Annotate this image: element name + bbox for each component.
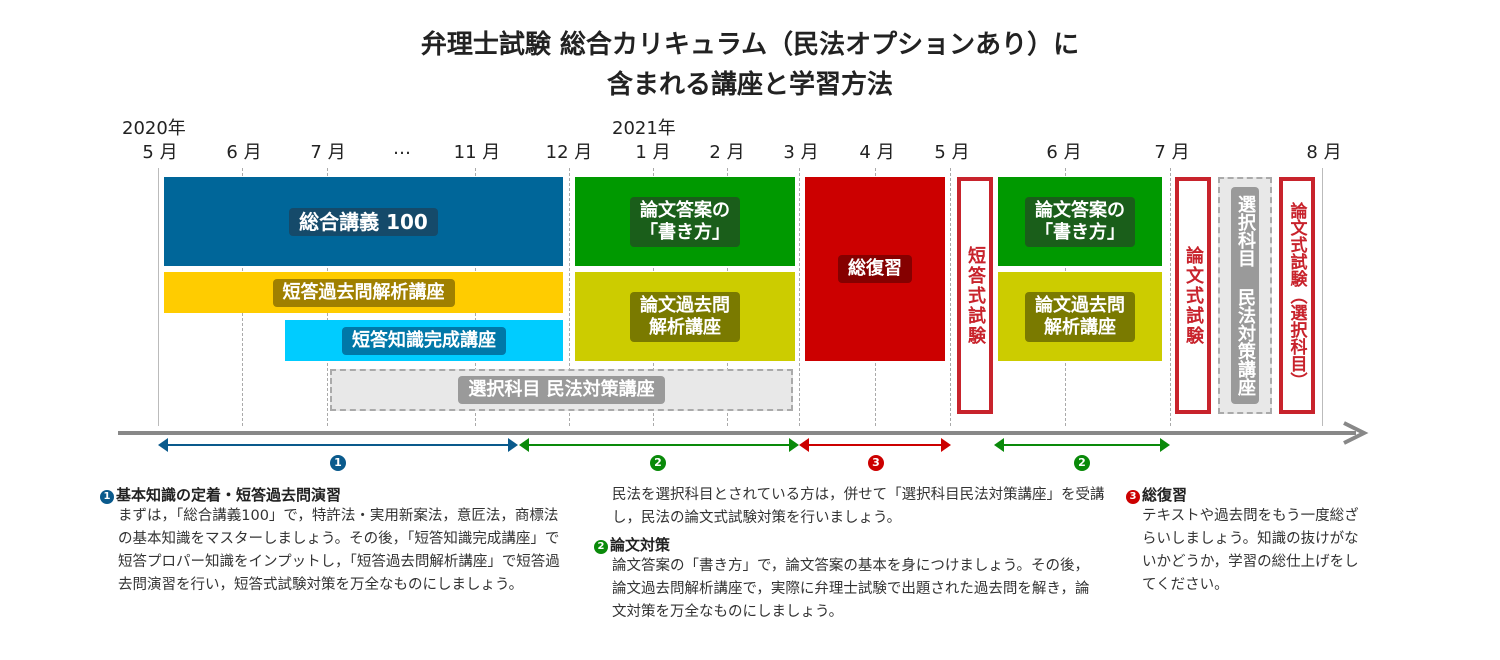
month-label: 2 月: [709, 142, 745, 163]
section-body: テキストや過去問をもう一度総ざらいしましょう。知識の抜けがないかどうか，学習の総…: [1142, 508, 1359, 593]
section-body: 民法を選択科目とされている方は，併せて「選択科目民法対策講座」を受講し，民法の論…: [612, 487, 1105, 526]
month-label: 6 月: [1046, 142, 1082, 163]
block-sogo-kogi: 総合講義 100: [164, 177, 563, 266]
phase1-number: 1: [330, 455, 346, 471]
phase3-arrow: [799, 438, 951, 452]
block-label: 総復習: [838, 255, 912, 283]
block-label: 短答過去問解析講座: [272, 278, 455, 307]
gridline: [950, 168, 951, 426]
month-label: 6 月: [226, 142, 262, 163]
month-label: 7 月: [310, 142, 346, 163]
phase2b-number: 2: [1074, 455, 1090, 471]
month-label: 4 月: [859, 142, 895, 163]
block-sentaku-minpo-2: 選択科目 民法対策講座: [1218, 177, 1272, 414]
section-heading: 論文対策: [610, 536, 671, 554]
month-label: 8 月: [1306, 142, 1342, 163]
year-2021: 2021年: [612, 118, 676, 139]
gridline: [569, 168, 570, 426]
block-label: 論文答案の 「書き方」: [1025, 196, 1135, 247]
month-label: 12 月: [545, 142, 593, 163]
block-label: 論文答案の 「書き方」: [630, 196, 740, 247]
exam-tanto: 短答式試験: [957, 177, 993, 414]
month-label: 5 月: [934, 142, 970, 163]
block-label: 論文過去問 解析講座: [630, 291, 740, 342]
section-heading: 総復習: [1142, 486, 1188, 504]
section-heading: 基本知識の定着・短答過去問演習: [116, 486, 342, 504]
timeline-axis: [118, 431, 1356, 435]
block-ronbun-kakomon: 論文過去問 解析講座: [575, 272, 795, 361]
section-number: 3: [1126, 490, 1140, 504]
title-line2: 含まれる講座と学習方法: [606, 70, 893, 100]
block-ronbun-kakikata-2: 論文答案の 「書き方」: [998, 177, 1162, 266]
block-label: 論文過去問 解析講座: [1025, 291, 1135, 342]
block-tanto-chishiki: 短答知識完成講座: [285, 320, 563, 361]
axis-arrowhead-icon: [1343, 421, 1369, 445]
month-label: 1 月: [635, 142, 671, 163]
month-label: 3 月: [783, 142, 819, 163]
phase2-number: 2: [650, 455, 666, 471]
section-body: まずは，「総合講義100」で，特許法・実用新案法，意匠法，商標法の基本知識をマス…: [118, 508, 560, 593]
block-sofukushu: 総復習: [805, 177, 945, 361]
section-body: 論文答案の「書き方」で，論文答案の基本を身につけましょう。その後，論文過去問解析…: [612, 558, 1090, 620]
block-label: 選択科目 民法対策講座: [458, 376, 665, 404]
month-label: 7 月: [1154, 142, 1190, 163]
block-ronbun-kakikata: 論文答案の 「書き方」: [575, 177, 795, 266]
phase2-arrow: [519, 438, 799, 452]
block-label: 短答知識完成講座: [342, 326, 506, 355]
month-label: 5 月: [142, 142, 178, 163]
phase3-number: 3: [868, 455, 884, 471]
section-number: 2: [594, 540, 608, 554]
section-number: 1: [100, 490, 114, 504]
exam-ronbun-sentaku: 論文式試験（選択科目）: [1279, 177, 1315, 414]
gridline: [1170, 168, 1171, 426]
block-label: 選択科目 民法対策講座: [1231, 187, 1259, 404]
block-sentaku-minpo: 選択科目 民法対策講座: [330, 369, 793, 411]
phase1-arrow: [158, 438, 518, 452]
month-label: …: [393, 138, 411, 159]
block-ronbun-kakomon-2: 論文過去問 解析講座: [998, 272, 1162, 361]
year-2020: 2020年: [122, 118, 186, 139]
phase2b-arrow: [994, 438, 1170, 452]
gridline: [1322, 168, 1323, 426]
gridline: [799, 168, 800, 426]
block-tanto-kakomon: 短答過去問解析講座: [164, 272, 563, 313]
exam-ronbun: 論文式試験: [1175, 177, 1211, 414]
block-label: 総合講義 100: [289, 207, 438, 236]
title-line1: 弁理士試験 総合カリキュラム（民法オプションあり）に: [420, 30, 1080, 60]
month-label: 11 月: [453, 142, 501, 163]
gridline: [158, 168, 159, 426]
section-minpo: 民法を選択科目とされている方は，併せて「選択科目民法対策講座」を受講し，民法の論…: [612, 484, 1132, 530]
